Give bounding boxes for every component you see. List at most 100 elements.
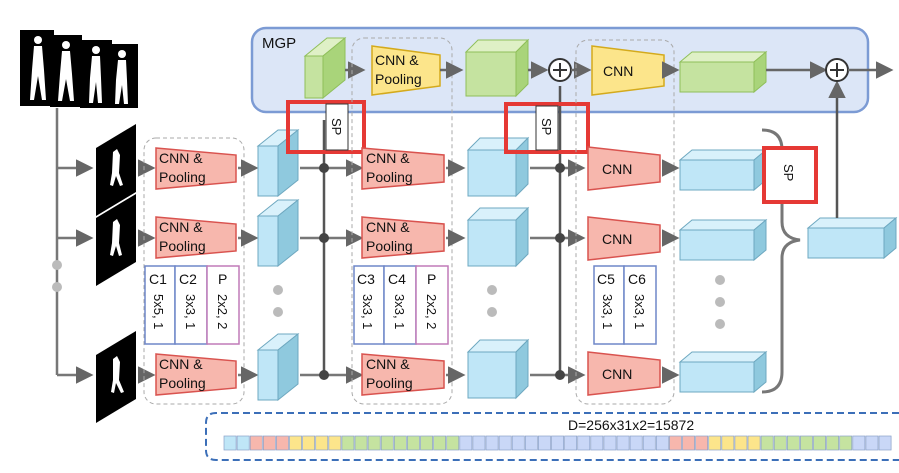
frame-1 [96, 124, 136, 216]
svg-text:5x5, 1: 5x5, 1 [151, 294, 166, 329]
sp-box-1 [286, 100, 366, 154]
feature-cell [603, 435, 617, 451]
svg-text:SP: SP [329, 118, 344, 135]
conv-spec-table-1: C1 5x5, 1 C2 3x3, 1 P 2x2, 2 [144, 265, 240, 345]
feature-cube [256, 332, 300, 402]
group3-container [575, 39, 675, 405]
feature-cube [678, 148, 768, 192]
cnn-pooling-block: CNN & Pooling [361, 216, 445, 259]
mgp-feature-cube [678, 50, 768, 94]
cnn-pooling-block: CNN & Pooling [155, 147, 237, 190]
svg-text:C3: C3 [357, 271, 375, 287]
sp-box-2 [504, 102, 590, 154]
feature-cell [852, 435, 866, 451]
cnn-block: CNN [587, 146, 661, 191]
svg-text:C2: C2 [179, 271, 197, 287]
svg-text:3x3, 1: 3x3, 1 [632, 294, 647, 329]
frame-2 [96, 194, 136, 286]
svg-text:Pooling: Pooling [375, 71, 422, 87]
svg-text:CNN &: CNN & [366, 150, 410, 166]
svg-text:Pooling: Pooling [366, 169, 413, 185]
cnn-pooling-block: CNN & Pooling [361, 353, 445, 396]
add-operator-1 [548, 58, 572, 82]
feature-cell [524, 435, 538, 451]
feature-cell [721, 435, 735, 451]
feature-vector-label: D=256x31x2=15872 [568, 417, 694, 433]
feature-cell [682, 435, 695, 451]
svg-text:Pooling: Pooling [159, 169, 206, 185]
frame-n [96, 331, 136, 423]
svg-text:3x3, 1: 3x3, 1 [392, 294, 407, 329]
feature-cell [354, 435, 368, 451]
feature-vector-container [205, 412, 899, 461]
conv-spec-table-2: C3 3x3, 1 C4 3x3, 1 P 2x2, 2 [353, 265, 449, 345]
feature-cell [669, 435, 682, 451]
group2-container [351, 37, 453, 405]
feature-cell [302, 435, 316, 451]
feature-cell [760, 435, 774, 451]
feature-cell [223, 435, 237, 451]
feature-cell [459, 435, 473, 451]
feature-cell [433, 435, 447, 451]
group1-container [143, 137, 245, 405]
sp-box-3 [762, 146, 818, 204]
mgp-cnn-pooling-block: CNN & Pooling [371, 45, 441, 96]
svg-text:SP: SP [781, 164, 796, 181]
feature-cell [420, 435, 433, 451]
feature-vector-cells [223, 435, 892, 451]
mgp-cnn-block: CNN [591, 45, 665, 96]
silhouette-stack [20, 30, 138, 108]
feature-cube [466, 206, 530, 268]
svg-text:P: P [218, 271, 227, 287]
cnn-pooling-block: CNN & Pooling [155, 353, 237, 396]
feature-cell [380, 435, 394, 451]
svg-text:CNN: CNN [602, 161, 632, 177]
aggregated-feature-cube [806, 216, 898, 260]
feature-cell [826, 435, 840, 451]
feature-cell [262, 435, 276, 451]
add-operator-2 [825, 58, 849, 82]
aggregation-brace [761, 128, 801, 394]
svg-text:SP: SP [539, 118, 554, 135]
mgp-label: MGP [262, 35, 296, 52]
feature-cube [466, 136, 530, 198]
svg-text:CNN: CNN [602, 366, 632, 382]
feature-cell [367, 435, 381, 451]
feature-cell [708, 435, 722, 451]
svg-text:CNN &: CNN & [159, 356, 203, 372]
feature-cell [393, 435, 407, 451]
feature-cube [678, 218, 768, 262]
feature-cell [734, 435, 748, 451]
svg-text:3x3, 1: 3x3, 1 [360, 294, 375, 329]
svg-text:Pooling: Pooling [159, 375, 206, 391]
feature-cell [485, 435, 499, 451]
conv-spec-table-3: C5 3x3, 1 C6 3x3, 1 [593, 265, 657, 345]
feature-cell [341, 435, 355, 451]
feature-cell [564, 435, 578, 451]
feature-cell [590, 435, 604, 451]
svg-text:3x3, 1: 3x3, 1 [183, 294, 198, 329]
feature-cell [498, 435, 512, 451]
feature-cell [865, 435, 879, 451]
feature-cell [276, 435, 289, 451]
feature-cell [236, 435, 250, 451]
feature-cell [511, 435, 525, 451]
feature-cell [786, 435, 800, 451]
feature-cell [642, 435, 656, 451]
feature-cell [800, 435, 813, 451]
svg-text:Pooling: Pooling [159, 238, 206, 254]
svg-text:2x2, 2: 2x2, 2 [424, 294, 439, 329]
svg-text:CNN &: CNN & [159, 219, 203, 235]
feature-cell [695, 435, 709, 451]
feature-cell [407, 435, 420, 451]
mgp-feature-cube [464, 38, 530, 98]
svg-text:CNN &: CNN & [366, 219, 410, 235]
feature-cube [256, 128, 300, 198]
feature-cell [538, 435, 551, 451]
cnn-pooling-block: CNN & Pooling [155, 216, 237, 259]
feature-cube [256, 198, 300, 268]
mgp-feature-cube [303, 36, 347, 100]
feature-cell [629, 435, 643, 451]
feature-cell [655, 435, 669, 451]
